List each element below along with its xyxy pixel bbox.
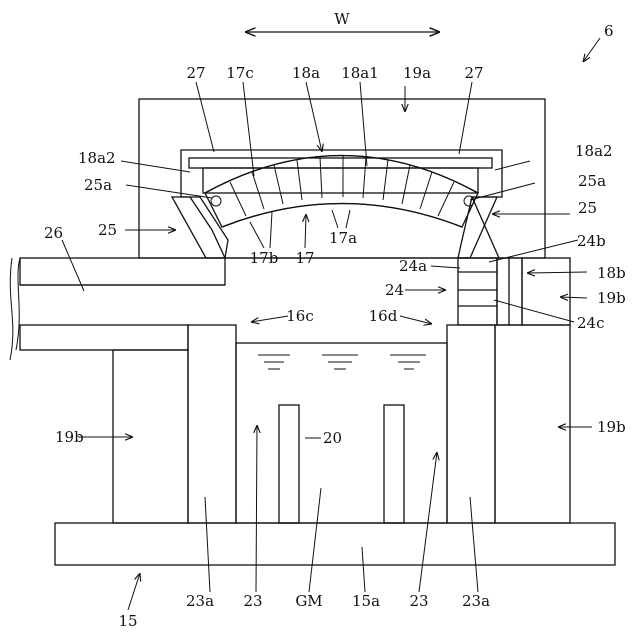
- label-25-left: 25: [98, 221, 117, 239]
- label-23-left: 23: [243, 592, 262, 610]
- label-18a2-left: 18a2: [78, 149, 116, 167]
- left-inner-wall-23a: [188, 325, 236, 523]
- label-25-right: 25: [578, 199, 597, 217]
- side-block-25-left: [172, 197, 228, 258]
- label-18b: 18b: [597, 264, 626, 282]
- label-17: 17: [295, 249, 314, 267]
- label-19b-left: 19b: [55, 428, 84, 446]
- electrode-20-left: [279, 405, 299, 523]
- base-plate-15a: [55, 523, 615, 565]
- side-block-25-right: [458, 197, 497, 258]
- insulation-18a: [203, 168, 478, 193]
- electrode-20-right: [384, 405, 404, 523]
- label-27-left: 27: [186, 64, 205, 82]
- label-23a-right: 23a: [462, 592, 490, 610]
- label-24a: 24a: [399, 257, 427, 275]
- label-25a-left: 25a: [84, 176, 112, 194]
- label-15a: 15a: [352, 592, 380, 610]
- label-16c: 16c: [286, 307, 314, 325]
- label-23a-left: 23a: [186, 592, 214, 610]
- label-19a: 19a: [403, 64, 431, 82]
- right-inner-wall-23a: [447, 325, 495, 523]
- label-25a-right: 25a: [578, 172, 606, 190]
- melt-surface: [258, 355, 426, 369]
- label-23-right: 23: [409, 592, 428, 610]
- label-6: 6: [604, 22, 614, 40]
- label-15: 15: [118, 612, 137, 630]
- label-19b-right: 19b: [597, 418, 626, 436]
- right-outer-wall-19b: [495, 325, 570, 523]
- label-26: 26: [44, 224, 63, 242]
- label-27-right: 27: [464, 64, 483, 82]
- label-17c: 17c: [226, 64, 254, 82]
- label-20: 20: [323, 429, 342, 447]
- label-gm: GM: [295, 592, 322, 610]
- label-18a1: 18a1: [341, 64, 379, 82]
- label-24b: 24b: [577, 232, 606, 250]
- label-18a: 18a: [292, 64, 320, 82]
- label-w: W: [334, 10, 350, 28]
- label-19b-right-upper: 19b: [597, 289, 626, 307]
- arch-crown-17: [205, 156, 478, 228]
- label-24: 24: [385, 281, 404, 299]
- lid-27: [189, 158, 492, 168]
- label-18a2-right: 18a2: [575, 142, 613, 160]
- label-24c: 24c: [577, 314, 605, 332]
- label-16d: 16d: [369, 307, 398, 325]
- layered-plates-24: [458, 258, 509, 325]
- label-17a: 17a: [329, 229, 357, 247]
- right-block-19b-upper: [522, 258, 570, 325]
- leader-lines: [62, 38, 600, 610]
- pipe-26: [10, 258, 225, 360]
- label-17b: 17b: [250, 249, 279, 267]
